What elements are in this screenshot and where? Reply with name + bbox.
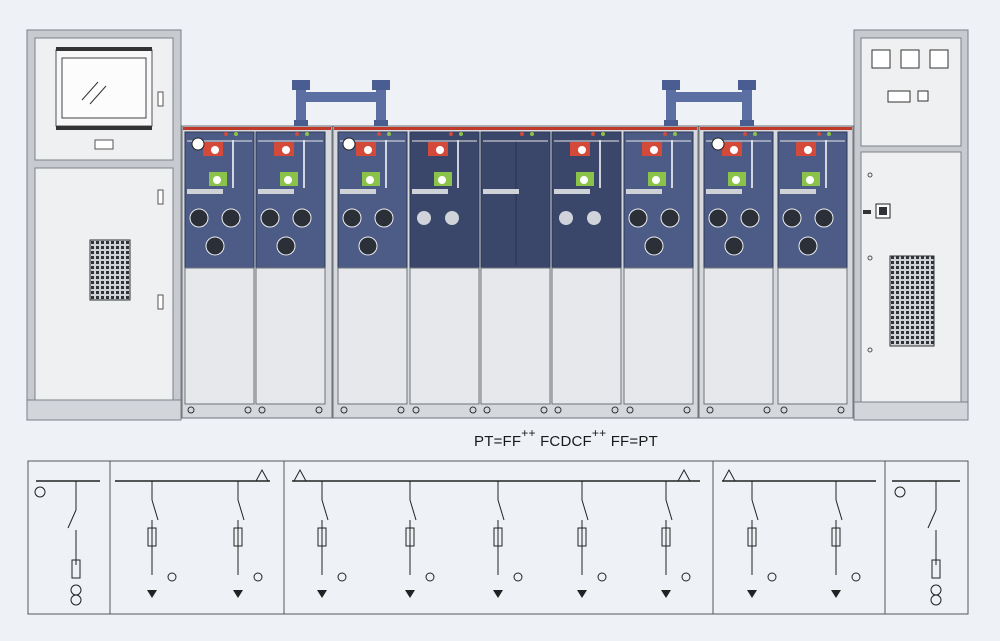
feeder-line-8 <box>747 481 777 598</box>
configuration-caption: PT=FF++ FCDCF++ FF=PT <box>474 426 658 450</box>
single-line-feeders <box>67 481 942 606</box>
busbar-connector-right <box>662 80 756 126</box>
unit-8-f <box>703 131 774 414</box>
feeder-line-2 <box>233 481 263 598</box>
unit-3-f <box>337 131 408 414</box>
feeder-line-6 <box>577 481 607 598</box>
operating-handle-icon <box>711 137 725 151</box>
unit-2-f <box>255 131 326 414</box>
feeder-line-7 <box>661 481 691 598</box>
right-pt-cabinet <box>853 29 969 421</box>
busbar-connector-left <box>292 80 390 126</box>
feeder-line-3 <box>317 481 347 598</box>
operating-handle-icon <box>191 137 205 151</box>
feeder-line-1 <box>147 481 177 598</box>
unit-5-d <box>480 131 551 414</box>
unit-6-c <box>551 131 622 414</box>
operating-handle-icon <box>342 137 356 151</box>
left-pt-cabinet <box>26 29 182 421</box>
pt-circuit <box>67 481 82 606</box>
unit-4-c <box>409 131 480 414</box>
unit-1-f <box>184 131 255 414</box>
feeder-line-5 <box>493 481 523 598</box>
feeder-line-4 <box>405 481 435 598</box>
unit-9-f <box>777 131 848 414</box>
single-line-diagram <box>27 460 969 615</box>
pt-circuit <box>927 481 942 606</box>
feeder-line-9 <box>831 481 861 598</box>
unit-7-f <box>623 131 694 414</box>
unit-panels <box>184 131 848 414</box>
